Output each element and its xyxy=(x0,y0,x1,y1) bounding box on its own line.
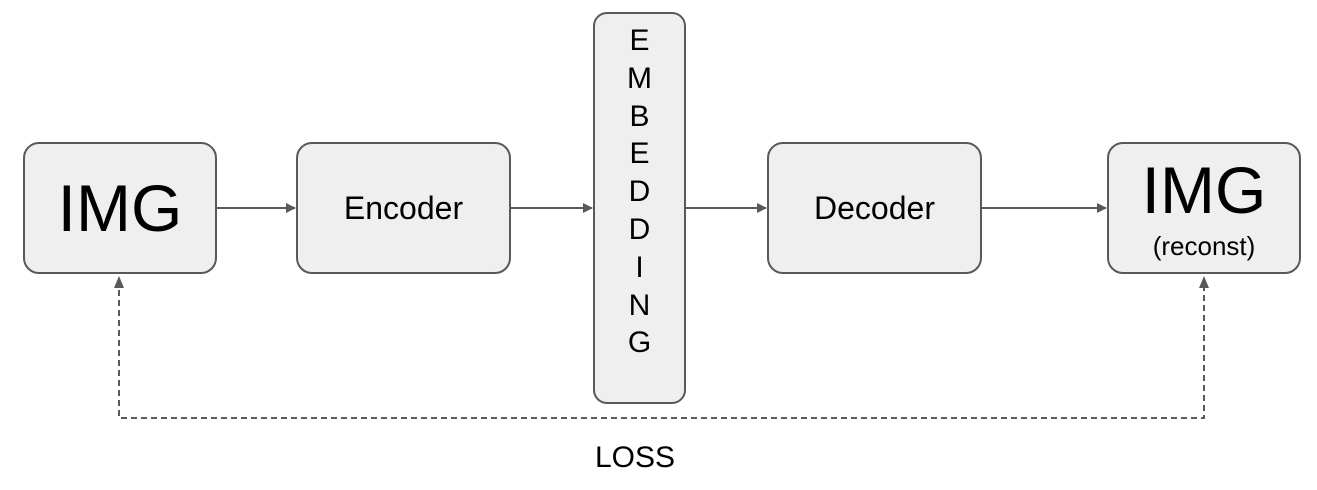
decoder-node: Decoder xyxy=(767,142,982,274)
embedding-letter: I xyxy=(635,250,644,284)
encoder-label: Encoder xyxy=(343,190,464,226)
decoder-label: Decoder xyxy=(814,190,935,226)
embedding-letter: N xyxy=(628,288,651,322)
encoder-node: Encoder xyxy=(296,142,511,274)
embedding-letter: B xyxy=(629,99,650,133)
output-image-sublabel: (reconst) xyxy=(1152,231,1256,261)
output-image-node: IMG (reconst) xyxy=(1107,142,1301,274)
loss-arrowhead-output xyxy=(1199,276,1209,288)
embedding-letter: E xyxy=(629,24,650,57)
loss-label: LOSS xyxy=(594,441,676,474)
embedding-letter: M xyxy=(627,61,652,95)
loss-arrowhead-input xyxy=(114,276,124,288)
loss-dashed-connector xyxy=(118,280,1205,419)
output-image-label: IMG xyxy=(1141,153,1267,227)
embedding-letter: G xyxy=(627,326,652,360)
embedding-letter: E xyxy=(629,137,650,171)
embedding-letter: D xyxy=(628,175,651,209)
embedding-letter: D xyxy=(628,212,651,246)
input-image-label: IMG xyxy=(57,171,183,245)
input-image-node: IMG xyxy=(23,142,217,274)
